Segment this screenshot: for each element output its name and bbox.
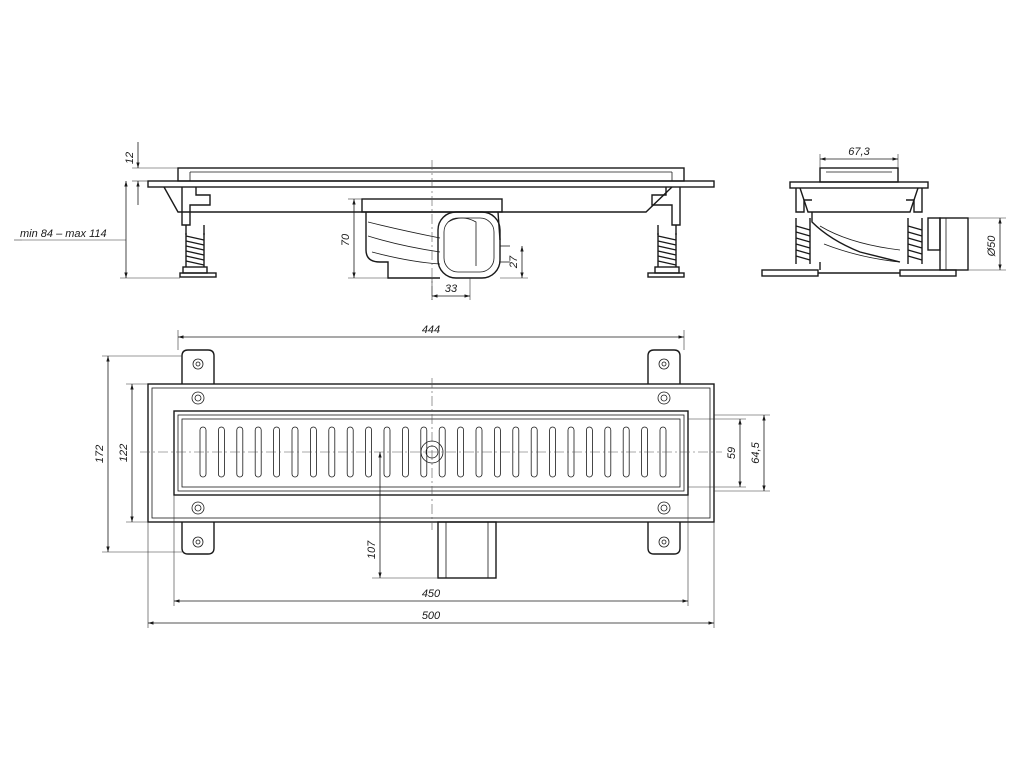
grate-slot <box>457 426 465 478</box>
mount-tab-bottom-left <box>181 501 215 555</box>
top-view: 444 450 500 172 122 59 64,5 107 <box>94 324 770 628</box>
outlet-width-label: 33 <box>445 283 458 295</box>
left-foot <box>179 225 217 278</box>
outlet-height-label: 27 <box>508 255 520 269</box>
grate-width-label: 64,5 <box>750 441 762 463</box>
outlet-offset-label: 107 <box>366 540 378 559</box>
body-height-label: 70 <box>340 233 352 246</box>
overall-length-label: 500 <box>422 610 441 622</box>
channel-width-label: 122 <box>118 444 130 462</box>
grate-length-label: 444 <box>422 324 440 336</box>
mount-tab-bottom-right <box>647 501 681 555</box>
height-adjust-label: min 84 – max 114 <box>20 228 107 240</box>
overall-width-label: 172 <box>94 445 106 463</box>
frame-height-label: 12 <box>124 152 136 164</box>
mount-tab-top-left <box>181 349 215 405</box>
mount-tab-top-right <box>647 349 681 405</box>
trap-body <box>361 198 510 279</box>
inner-length-label: 450 <box>422 588 441 600</box>
side-view: 67,3 Ø50 <box>761 146 1006 277</box>
outlet-diameter-label: Ø50 <box>986 235 998 258</box>
slot-width-label: 59 <box>726 447 738 459</box>
grate-slot <box>438 426 446 478</box>
grate-slot <box>401 426 409 478</box>
side-top-width-label: 67,3 <box>848 146 870 158</box>
right-foot <box>647 225 685 278</box>
front-view: 12 min 84 – max 114 70 27 33 <box>14 142 715 300</box>
